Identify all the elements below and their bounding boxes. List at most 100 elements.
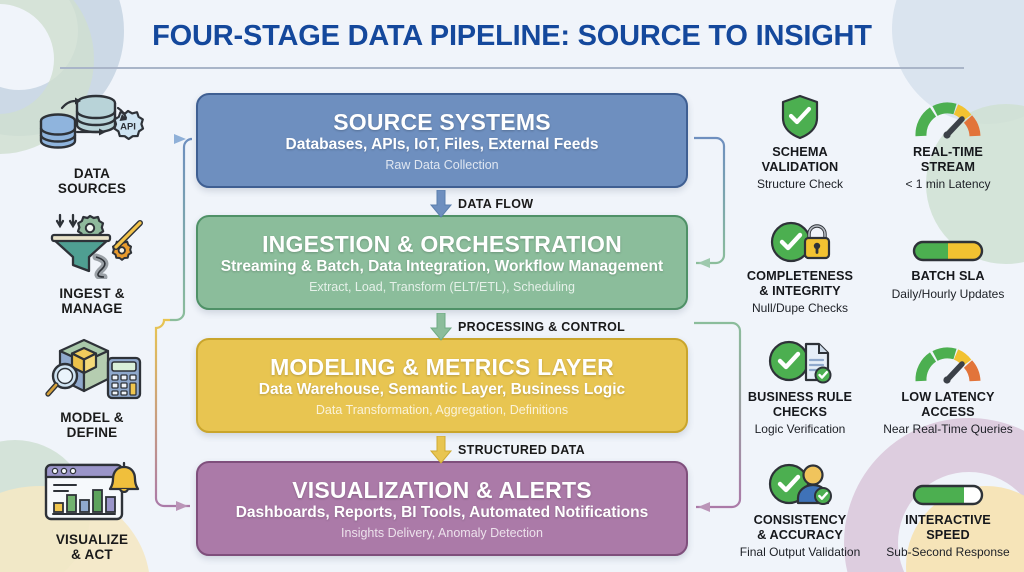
metric-batch-sla[interactable]: BATCH SLA Daily/Hourly Updates (878, 216, 1018, 301)
stage-box-modeling-metrics[interactable]: MODELING & METRICS LAYER Data Warehouse,… (196, 338, 688, 433)
metric-desc: Null/Dupe Checks (751, 301, 849, 315)
loop-left-upper-arrow (174, 134, 186, 144)
connector-label: DATA FLOW (458, 197, 534, 211)
metric-consistency-accuracy[interactable]: CONSISTENCY & ACCURACY Final Output Vali… (730, 460, 870, 559)
metric-name-line2: VALIDATION (761, 159, 839, 174)
check-document-icon (730, 337, 870, 385)
stage-title: VISUALIZATION & ALERTS (292, 477, 592, 503)
metric-name: INTERACTIVE SPEED (878, 513, 1018, 542)
metric-name-line2: ACCESS (921, 404, 975, 419)
loop-right-upper (694, 136, 726, 265)
stage-title: INGESTION & ORCHESTRATION (262, 231, 622, 257)
metric-name-line2: STREAM (920, 159, 976, 174)
stage-subtitle: Databases, APIs, IoT, Files, External Fe… (285, 136, 599, 153)
stage-subtitle: Dashboards, Reports, BI Tools, Automated… (235, 504, 649, 521)
sidebar-label-line2: & ACT (71, 547, 113, 562)
metric-row-4: CONSISTENCY & ACCURACY Final Output Vali… (730, 460, 1024, 570)
stage-note: Insights Delivery, Anomaly Detection (341, 526, 543, 540)
stage-subtitle: Streaming & Batch, Data Integration, Wor… (220, 258, 664, 275)
metric-business-rule-checks[interactable]: BUSINESS RULE CHECKS Logic Verification (730, 337, 870, 436)
metric-schema-validation[interactable]: SCHEMA VALIDATION Structure Check (730, 92, 870, 191)
stage-note: Extract, Load, Transform (ELT/ETL), Sche… (309, 280, 575, 294)
connector-structured-data: STRUCTURED DATA (196, 436, 688, 468)
sidebar-item-model-define[interactable]: MODEL & DEFINE (18, 332, 166, 440)
loop-right-lower (694, 321, 742, 509)
dashboard-bell-icon (18, 454, 166, 528)
metric-name-line1: LOW LATENCY (901, 390, 995, 404)
sidebar-item-label: VISUALIZE & ACT (18, 532, 166, 562)
stage-title: SOURCE SYSTEMS (333, 109, 551, 135)
metric-name: LOW LATENCY ACCESS (878, 390, 1018, 419)
check-lock-icon (730, 216, 870, 264)
sidebar-item-data-sources[interactable]: API DATA SOURCES (18, 88, 166, 196)
sidebar-label-line2: SOURCES (57, 181, 127, 196)
loop-left-lower-arrow (176, 501, 188, 511)
connector-data-flow: DATA FLOW (196, 190, 688, 222)
metric-desc: Daily/Hourly Updates (891, 286, 1005, 301)
loop-left-lower (154, 318, 190, 508)
metric-name: COMPLETENESS & INTEGRITY (730, 269, 870, 298)
loop-right-lower-arrow (698, 502, 710, 512)
metric-desc: Logic Verification (754, 422, 846, 436)
stage-box-ingestion-orchestration[interactable]: INGESTION & ORCHESTRATION Streaming & Ba… (196, 215, 688, 310)
svg-text:API: API (120, 122, 136, 133)
metric-name-line2: CHECKS (772, 404, 828, 419)
sidebar-label-line1: DATA (73, 166, 111, 181)
metric-name: BUSINESS RULE CHECKS (730, 390, 870, 419)
down-arrow-icon (429, 436, 453, 464)
metric-row-2: COMPLETENESS & INTEGRITY Null/Dupe Check… (730, 216, 1024, 326)
metric-name-line1: BUSINESS RULE (747, 390, 853, 404)
progress-pill-half-icon (878, 216, 1018, 264)
connector-processing-control: PROCESSING & CONTROL (196, 313, 688, 345)
sidebar-item-ingest-manage[interactable]: INGEST & MANAGE (18, 208, 166, 316)
header: FOUR-STAGE DATA PIPELINE: SOURCE TO INSI… (0, 0, 1024, 69)
sidebar-label-line1: INGEST & (59, 286, 125, 301)
metric-real-time-stream[interactable]: REAL-TIME STREAM < 1 min Latency (878, 92, 1018, 191)
metric-completeness-integrity[interactable]: COMPLETENESS & INTEGRITY Null/Dupe Check… (730, 216, 870, 315)
metric-name: BATCH SLA (878, 269, 1018, 284)
metric-low-latency-access[interactable]: LOW LATENCY ACCESS Near Real-Time Querie… (878, 337, 1018, 436)
metric-name-line2: & ACCURACY (757, 527, 843, 542)
connector-label: STRUCTURED DATA (458, 443, 585, 457)
connector-label: PROCESSING & CONTROL (458, 320, 626, 334)
metric-row-1: SCHEMA VALIDATION Structure Check (730, 92, 1024, 202)
stage-note: Raw Data Collection (385, 158, 499, 172)
gauge-icon (878, 92, 1018, 140)
progress-pill-icon (878, 460, 1018, 508)
cube-magnifier-calculator-icon (18, 332, 166, 406)
sidebar-label-line1: VISUALIZE (55, 532, 129, 547)
metric-interactive-speed[interactable]: INTERACTIVE SPEED Sub-Second Response (878, 460, 1018, 559)
metric-name-line1: REAL-TIME (913, 145, 983, 159)
metric-name-line1: CONSISTENCY (753, 513, 847, 527)
metric-name: REAL-TIME STREAM (878, 145, 1018, 174)
metric-name-line2: & INTEGRITY (759, 283, 841, 298)
sidebar-item-label: DATA SOURCES (18, 166, 166, 196)
metric-name-line2: SPEED (926, 527, 970, 542)
shield-check-icon (730, 92, 870, 140)
sidebar-item-label: INGEST & MANAGE (18, 286, 166, 316)
metric-name-line1: BATCH SLA (911, 269, 985, 283)
stage-box-visualization-alerts[interactable]: VISUALIZATION & ALERTS Dashboards, Repor… (196, 461, 688, 556)
gauge-icon (878, 337, 1018, 385)
metric-row-3: BUSINESS RULE CHECKS Logic Verification (730, 337, 1024, 447)
down-arrow-icon (429, 313, 453, 341)
sidebar-item-visualize-act[interactable]: VISUALIZE & ACT (18, 454, 166, 562)
metric-name-line1: INTERACTIVE (905, 513, 991, 527)
metric-name: SCHEMA VALIDATION (730, 145, 870, 174)
sidebar-label-line2: DEFINE (66, 425, 118, 440)
metric-name-line1: SCHEMA (772, 145, 828, 159)
metric-name-line1: COMPLETENESS (746, 269, 854, 283)
sidebar-label-line2: MANAGE (61, 301, 123, 316)
metric-desc: Final Output Validation (739, 545, 861, 559)
funnel-gear-pipe-icon (18, 208, 166, 282)
stage-note: Data Transformation, Aggregation, Defini… (315, 403, 569, 417)
sidebar-item-label: MODEL & DEFINE (18, 410, 166, 440)
metric-desc: < 1 min Latency (905, 177, 991, 191)
loop-right-upper-arrow (698, 258, 710, 268)
loop-left-upper (170, 137, 193, 322)
stage-box-source-systems[interactable]: SOURCE SYSTEMS Databases, APIs, IoT, Fil… (196, 93, 688, 188)
metric-desc: Sub-Second Response (886, 545, 1010, 559)
metric-name: CONSISTENCY & ACCURACY (730, 513, 870, 542)
